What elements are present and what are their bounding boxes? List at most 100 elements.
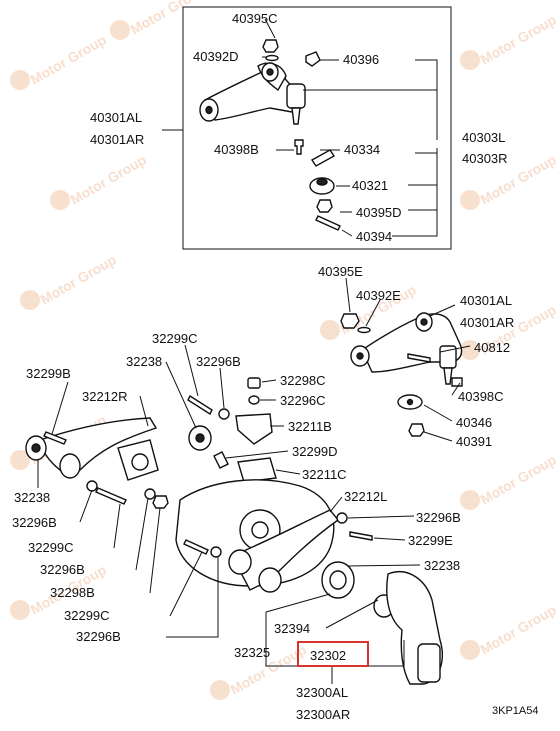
lower-leaders — [37, 344, 421, 684]
watermark-text: Motor Group — [28, 31, 109, 87]
label-40391: 40391 — [456, 434, 492, 449]
label-32325: 32325 — [234, 645, 270, 660]
labels: 40395C 40392D 40396 40301AL 40301AR 4030… — [12, 11, 538, 722]
plate-40346-hole — [406, 398, 414, 406]
watermark-logo: Motor Group — [460, 451, 559, 510]
label-40395D: 40395D — [356, 205, 402, 220]
washer-32296B-right — [336, 512, 348, 524]
arm-bushing-front-inner — [205, 105, 213, 115]
watermark-text: Motor Group — [68, 151, 149, 207]
nut-40395D — [316, 199, 333, 213]
label-32296C: 32296C — [280, 393, 326, 408]
label-32299B: 32299B — [26, 366, 71, 381]
nut-32298B — [152, 495, 169, 509]
washer-32296B-left — [86, 480, 98, 492]
boot-40321-top — [316, 178, 328, 186]
ball-joint-housing — [286, 83, 306, 109]
label-40392D: 40392D — [193, 49, 239, 64]
ball-joint-stud — [291, 107, 301, 125]
label-32238-left: 32238 — [14, 490, 50, 505]
label-32394: 32394 — [274, 621, 310, 636]
washer-40392D — [265, 54, 279, 62]
label-32299C-left: 32299C — [28, 540, 74, 555]
label-40395E: 40395E — [318, 264, 363, 279]
nut-40395E — [340, 313, 360, 329]
watermark-logo: Motor Group — [110, 0, 209, 40]
label-40392E: 40392E — [356, 288, 401, 303]
label-32211C: 32211C — [302, 467, 347, 482]
upper-arm-assembly-right — [340, 312, 463, 437]
nut-40395C — [262, 39, 279, 53]
label-40301AL: 40301AL — [460, 293, 512, 308]
label-32296B-left: 32296B — [12, 515, 57, 530]
washer-32296B-mid — [144, 488, 156, 500]
label-40346: 40346 — [456, 415, 492, 430]
label-40301AR: 40301AR — [460, 315, 514, 330]
label-40321: 40321 — [352, 178, 388, 193]
label-40812: 40812 — [474, 340, 510, 355]
label-40301AL-top: 40301AL — [90, 110, 142, 125]
bolt-40812 — [407, 353, 431, 363]
watermark-text: Motor Group — [128, 0, 209, 38]
watermark-text: Motor Group — [478, 601, 559, 657]
label-40303L: 40303L — [462, 130, 505, 145]
label-32296B-right: 32296B — [416, 510, 461, 525]
highlight-box-32302 — [297, 641, 369, 667]
right-upper-leaders — [345, 277, 471, 442]
washer-32296B-bot — [210, 546, 222, 558]
boot-40321 — [309, 177, 335, 195]
label-32299C-top: 32299C — [152, 331, 198, 346]
washer-40392E — [357, 326, 371, 334]
bolt-32299C-top — [187, 394, 213, 416]
bolt-40398C — [451, 377, 463, 387]
label-32302: 32302 — [310, 648, 346, 663]
bolt-32299E — [349, 531, 373, 541]
grease-nipple-40396 — [305, 51, 321, 67]
label-40395C: 40395C — [232, 11, 278, 26]
watermark-text: Motor Group — [478, 11, 559, 67]
nut-40391 — [408, 423, 425, 437]
clamp-32211B — [235, 413, 273, 445]
watermark-text: Motor Group — [38, 251, 119, 307]
label-40398B: 40398B — [214, 142, 259, 157]
label-32296B-top: 32296B — [196, 354, 241, 369]
label-32212R: 32212R — [82, 389, 128, 404]
pin-40394 — [315, 215, 341, 231]
label-32238-right: 32238 — [424, 558, 460, 573]
upper-arm-detail-box — [182, 6, 452, 250]
ring-40334 — [310, 149, 336, 167]
label-32299D: 32299D — [292, 444, 338, 459]
label-32238-top: 32238 — [126, 354, 162, 369]
clamp-32211C — [237, 457, 277, 483]
label-32300AR: 32300AR — [296, 707, 350, 722]
arm-bushing-rear-inner — [266, 68, 274, 76]
label-40334: 40334 — [344, 142, 380, 157]
label-40396: 40396 — [343, 52, 379, 67]
bolt-32299C-left — [95, 487, 127, 505]
label-40303R: 40303R — [462, 151, 508, 166]
label-40394: 40394 — [356, 229, 392, 244]
label-32296B-bot: 32296B — [76, 629, 121, 644]
upper-arm-detail-drawing — [199, 39, 341, 231]
lower-assembly — [25, 377, 443, 685]
watermark-logo: Motor Group — [10, 31, 109, 90]
watermark-logo: Motor Group — [50, 151, 149, 210]
label-32298C: 32298C — [280, 373, 326, 388]
label-40301AR-top: 40301AR — [90, 132, 144, 147]
watermark-logo: Motor Group — [460, 601, 559, 660]
bolt-32299C-mid — [183, 539, 209, 555]
diagram-code: 3KP1A54 — [492, 705, 538, 717]
top-leaders — [162, 18, 438, 237]
watermark-text: Motor Group — [478, 451, 559, 507]
label-32298B: 32298B — [50, 585, 95, 600]
label-32299C-mid: 32299C — [64, 608, 110, 623]
watermark-logo: Motor Group — [460, 11, 559, 70]
watermark-logo: Motor Group — [20, 251, 119, 310]
label-32300AL: 32300AL — [296, 685, 348, 700]
bolt-40398B — [294, 139, 304, 155]
label-32212L: 32212L — [344, 489, 387, 504]
label-32296B-mid: 32296B — [40, 562, 85, 577]
label-32299E: 32299E — [408, 533, 453, 548]
bolt-32299B — [43, 431, 67, 445]
